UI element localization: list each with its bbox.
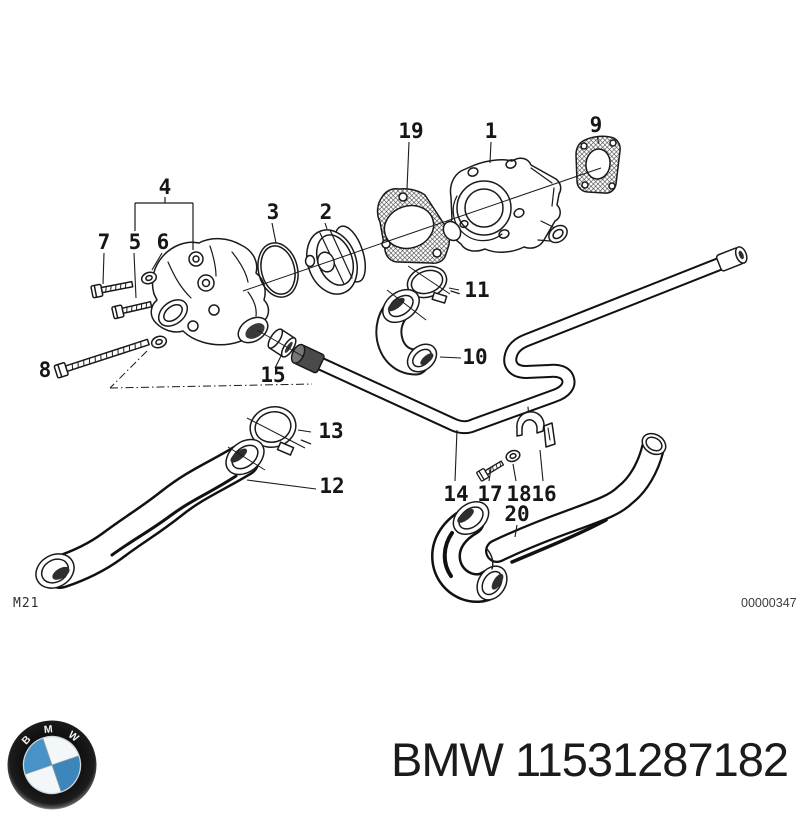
callout-label-8: 8 (39, 358, 52, 382)
part-bolt-5 (111, 300, 153, 320)
callout-leader-7 (102, 252, 105, 285)
callout-leader-10 (439, 356, 462, 359)
part-pipe-bracket-16 (516, 406, 556, 448)
part-hose-clamp-11 (406, 265, 460, 304)
callout-leader-17 (488, 467, 492, 482)
callout-leader-19 (406, 141, 410, 190)
callout-label-16: 16 (531, 482, 556, 506)
callout-leader-14 (454, 429, 458, 482)
callout-leader-11 (448, 287, 460, 291)
callout-leader-12 (246, 479, 317, 490)
part-gasket-9 (575, 135, 621, 194)
callout-leader-18 (512, 463, 517, 482)
part-number-line: BMW 11531287182 (391, 733, 789, 786)
part-hose-20 (431, 432, 667, 604)
callout-leader-13 (297, 429, 312, 433)
part-thermostat (304, 225, 367, 295)
callout-label-10: 10 (462, 345, 487, 369)
callout-label-13: 13 (318, 419, 343, 443)
callout-label-17: 17 (477, 482, 502, 506)
part-bolt-8 (53, 338, 150, 379)
callout-label-20: 20 (504, 502, 529, 526)
callout-label-1: 1 (485, 119, 498, 143)
drawing-code-right: 00000347 (741, 596, 797, 610)
callout-label-14: 14 (443, 482, 468, 506)
part-number: 11531287182 (514, 733, 789, 786)
callout-leader-9 (596, 135, 600, 145)
callout-leader-15 (274, 355, 282, 369)
callout-label-3: 3 (267, 200, 280, 224)
part-bolt-7 (90, 280, 134, 299)
callout-label-6: 6 (157, 230, 170, 254)
part-thermostat-cover (442, 157, 568, 253)
part-water-pipe-14 (290, 246, 748, 435)
part-o-ring (257, 242, 299, 298)
callout-leader-16 (539, 449, 544, 482)
callout-label-5: 5 (129, 230, 142, 254)
callout-leader-2 (324, 222, 328, 230)
callout-label-9: 9 (590, 113, 603, 137)
callout-label-18: 18 (506, 482, 531, 506)
callout-label-12: 12 (319, 474, 344, 498)
axis-lines (227, 167, 602, 471)
callout-leader-20 (514, 524, 518, 538)
part-thermostat-housing (150, 237, 270, 346)
bmw-logo-quadrants (22, 735, 82, 795)
callout-label-11: 11 (464, 278, 489, 302)
brand-name: BMW (391, 733, 504, 786)
callout-leader-6 (151, 252, 163, 271)
callout-label-7: 7 (98, 230, 111, 254)
callout-label-15: 15 (260, 363, 285, 387)
callout-leader-1 (489, 141, 492, 164)
bmw-logo: B M W (3, 717, 105, 810)
logo-letter-m: M (43, 723, 53, 736)
part-hose-10 (375, 288, 438, 376)
part-washer-6-lower (150, 335, 168, 349)
callout-leader-5 (133, 252, 137, 299)
callout-label-4: 4 (159, 175, 172, 199)
part-washer-18 (505, 449, 521, 463)
part-gasket-19 (376, 188, 451, 264)
part-hose-12 (35, 438, 265, 589)
part-washer-6-upper (140, 271, 158, 285)
callout-leader-3 (271, 222, 277, 244)
callout-label-2: 2 (320, 200, 333, 224)
part-bushing-15 (267, 328, 297, 358)
dash-dot-lines (109, 350, 313, 389)
callout-label-19: 19 (398, 119, 423, 143)
part-hose-clamp-13 (249, 406, 312, 456)
part-bolt-17 (476, 460, 505, 482)
callout-4-bracket (134, 197, 194, 250)
drawing-code-left: M21 (13, 596, 39, 611)
